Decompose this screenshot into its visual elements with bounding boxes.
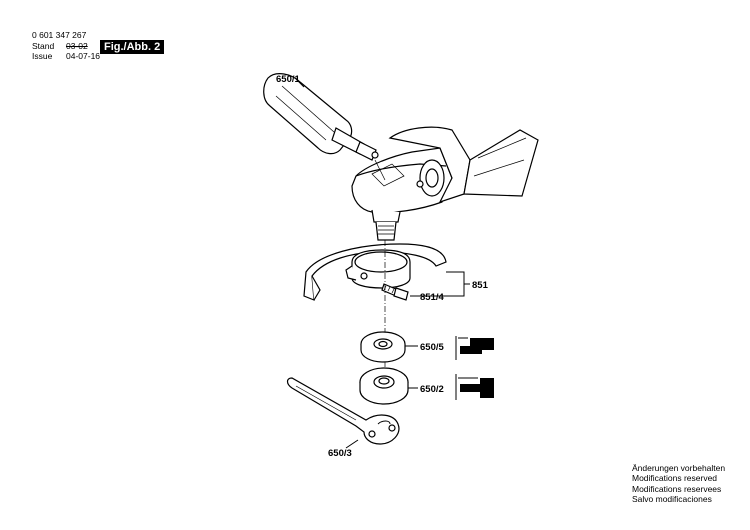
pin-spanner[interactable] (286, 377, 400, 445)
label-650-5: 650/5 (420, 342, 444, 353)
flange-upper[interactable] (360, 331, 406, 363)
label-851: 851 (472, 280, 489, 291)
leader-650-3 (345, 439, 359, 449)
issue-value: 04-07-16 (66, 51, 101, 61)
wheel-guard[interactable] (303, 243, 447, 301)
figure-tag: Fig./Abb. 2 (100, 40, 165, 54)
notice-line-fr: Modifications reservees (632, 483, 722, 494)
side-handle[interactable] (263, 73, 379, 161)
label-650-1: 650/1 (276, 74, 300, 85)
notice-line-es: Salvo modificaciones (632, 493, 712, 504)
part-number: 0 601 347 267 (32, 30, 87, 40)
stand-value: 03-02 (66, 41, 88, 51)
label-851-4: 851/4 (420, 292, 444, 303)
guard-screw[interactable] (381, 283, 409, 301)
stand-label: Stand (32, 41, 55, 51)
notice-line-en: Modifications reserved (632, 473, 718, 484)
leader-handle (295, 78, 305, 88)
stand-line: Stand 03-02 (32, 41, 88, 51)
modifications-notice: Änderungen vorbehalten Modifications res… (632, 463, 725, 504)
flange-lower[interactable] (359, 367, 409, 405)
label-650-3: 650/3 (328, 448, 352, 459)
notice-line-de: Änderungen vorbehalten (632, 463, 726, 473)
issue-line: Issue 04-07-16 (32, 51, 100, 61)
label-650-2: 650/2 (420, 384, 444, 395)
flange-section-symbol-lower (455, 374, 494, 400)
issue-label: Issue (32, 51, 53, 61)
grinder-head (351, 126, 539, 241)
flange-section-symbol-upper (455, 336, 494, 360)
